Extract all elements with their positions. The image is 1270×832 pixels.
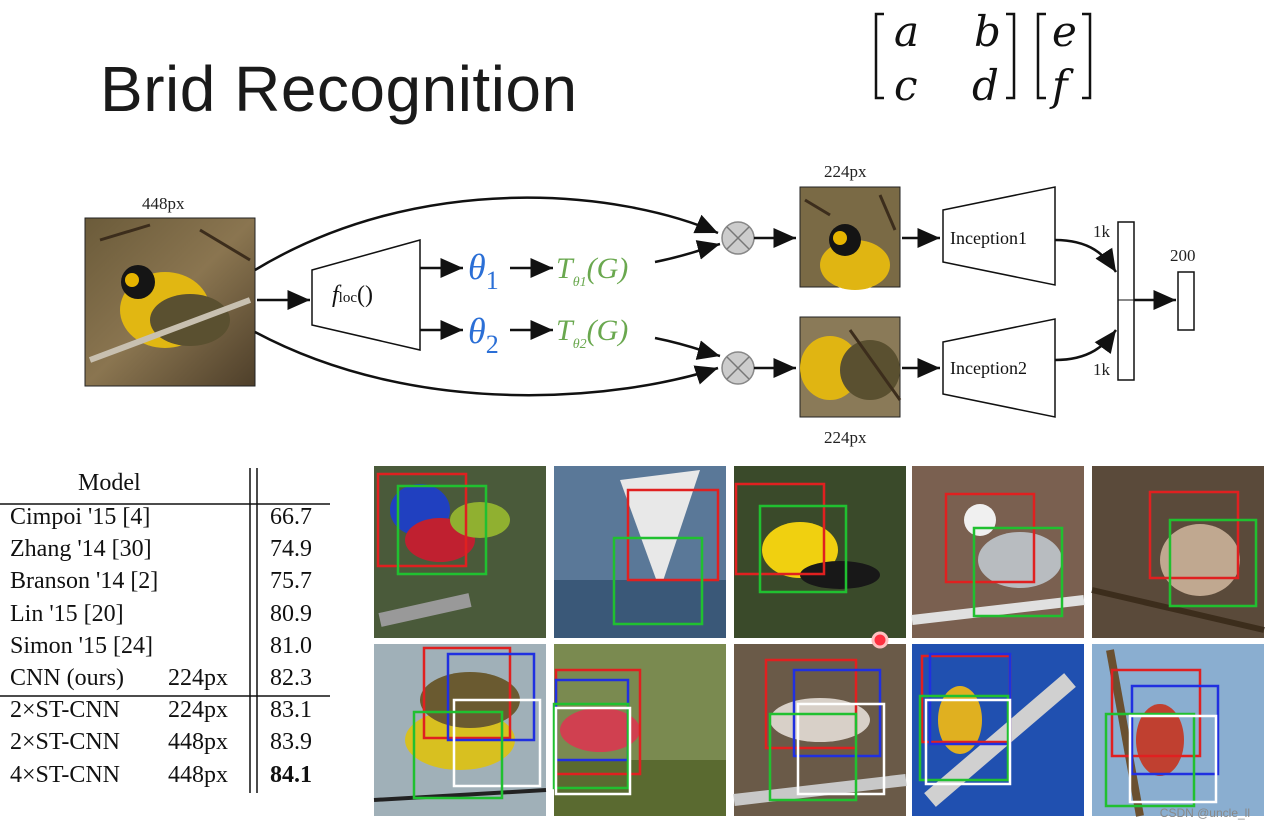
inception1-label: Inception1 — [950, 228, 1027, 248]
vector-right-bracket — [1082, 12, 1092, 100]
thumbnail-tern — [554, 466, 726, 638]
table-cell-resolution: 224px — [168, 665, 228, 691]
table-row: Cimpoi '15 [4] 66.7 — [0, 504, 340, 536]
table-cell-accuracy: 80.9 — [270, 600, 312, 627]
thumbnail-nuthatch — [911, 466, 1085, 638]
crop-top-size-label: 224px — [824, 162, 867, 181]
table-row: 2×ST-CNN 448px 83.9 — [0, 729, 340, 761]
table-cell-model: Zhang '14 [30] — [10, 536, 152, 563]
crop-image-top — [799, 186, 901, 290]
thumbnail-woodpecker — [1092, 644, 1264, 817]
table-cell-model: 4×ST-CNN — [10, 761, 121, 788]
table-cell-accuracy: 82.3 — [270, 665, 312, 691]
table-cell-model: 2×ST-CNN — [10, 697, 121, 724]
table-cell-model: Branson '14 [2] — [10, 568, 159, 595]
thumbnail-crossbill — [552, 644, 726, 816]
table-row: Zhang '14 [30] 74.9 — [0, 536, 340, 568]
thumbnail-painted-bunting — [374, 466, 546, 638]
table-cell-resolution: 448px — [168, 729, 228, 756]
crop-image-bottom — [799, 316, 902, 418]
feature-top-label: 1k — [1093, 222, 1110, 241]
table-rules — [0, 468, 330, 793]
slide-title: Brid Recognition — [100, 53, 578, 125]
table-cell-model: CNN (ours) — [10, 665, 124, 691]
inception2-label: Inception2 — [950, 358, 1027, 378]
table-cell-accuracy: 66.7 — [270, 504, 312, 530]
multiply-icon-top — [721, 221, 755, 255]
thumbnail-warbler — [733, 631, 907, 816]
inception1-block — [942, 186, 1056, 286]
theta2-label: θ2 — [468, 311, 499, 359]
table-row: CNN (ours) 224px 82.3 — [0, 665, 340, 697]
thumbnail-kiskadee — [373, 644, 547, 816]
input-bird-image — [84, 217, 256, 387]
table-cell-resolution: 224px — [168, 697, 228, 724]
floc-label: floc() — [332, 282, 373, 308]
thumbnail-yellow-warbler — [912, 644, 1084, 816]
transform1-label: Tθ1(G) — [556, 252, 629, 290]
thumbnail-goldfinch — [734, 466, 906, 638]
matrix-a: a — [894, 7, 919, 56]
table-cell-accuracy: 81.0 — [270, 632, 312, 659]
table-cell-model: 2×ST-CNN — [10, 729, 121, 756]
st-cnn-diagram — [84, 186, 1195, 418]
matrix-d: d — [972, 61, 999, 110]
table-cell-resolution: 448px — [168, 761, 228, 788]
output-vector — [1177, 271, 1195, 331]
table-row: Simon '15 [24] 81.0 — [0, 633, 340, 665]
matrix-left-bracket — [874, 12, 884, 100]
cursor-indicator-icon — [871, 631, 889, 649]
matrix-right-bracket — [1006, 12, 1016, 100]
table-cell-accuracy: 74.9 — [270, 536, 312, 563]
localization-network — [311, 239, 421, 351]
watermark: CSDN @uncle_ll — [1159, 806, 1250, 820]
table-cell-accuracy: 75.7 — [270, 568, 312, 595]
vector-e: e — [1052, 7, 1077, 56]
output-size-label: 200 — [1170, 246, 1196, 265]
matrix-equation: a b c d e f — [874, 7, 1092, 110]
matrix-c: c — [894, 61, 918, 110]
vector-left-bracket — [1036, 12, 1046, 100]
matrix-b: b — [974, 7, 1001, 56]
input-size-label: 448px — [142, 194, 185, 213]
table-cell-model: Cimpoi '15 [4] — [10, 504, 151, 530]
inception2-block — [942, 318, 1056, 418]
table-cell-model: Lin '15 [20] — [10, 600, 124, 627]
table-row: Lin '15 [20] 80.9 — [0, 601, 340, 633]
table-row: 4×ST-CNN 448px 84.1 — [0, 762, 340, 794]
crop-bottom-size-label: 224px — [824, 428, 867, 447]
table-row: 2×ST-CNN 224px 83.1 — [0, 697, 340, 729]
theta1-label: θ1 — [468, 247, 499, 295]
thumbnail-sparrow — [1091, 466, 1265, 638]
table-cell-accuracy: 83.9 — [270, 729, 312, 756]
table-cell-accuracy: 84.1 — [270, 761, 312, 788]
transform2-label: Tθ2(G) — [556, 314, 629, 352]
table-header-model: Model — [78, 470, 141, 496]
table-row: Branson '14 [2] 75.7 — [0, 568, 340, 600]
table-cell-model: Simon '15 [24] — [10, 632, 153, 659]
table-cell-accuracy: 83.1 — [270, 697, 312, 724]
feature-bottom-label: 1k — [1093, 360, 1110, 379]
